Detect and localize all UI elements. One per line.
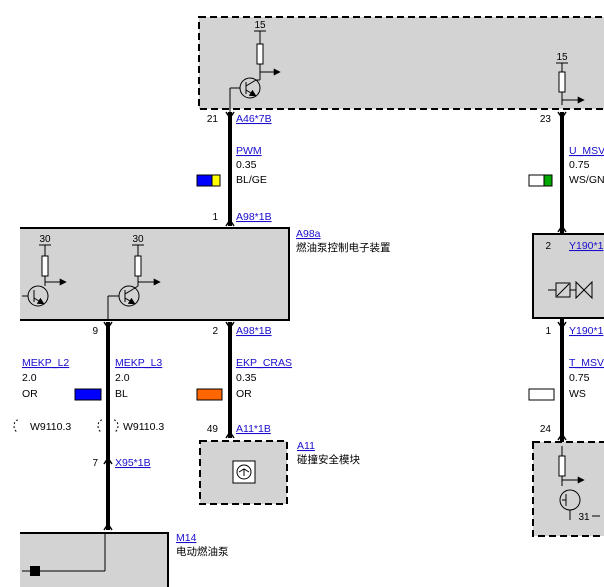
- component-a98a-desc: 燃油泵控制电子装置: [296, 241, 391, 254]
- wire-mekp-l2-color: OR: [22, 388, 38, 400]
- pin-7: 7: [92, 458, 98, 469]
- connector-ticks: [103, 111, 567, 531]
- component-a11-link[interactable]: A11: [297, 440, 315, 452]
- wire-pwm-swatch-stripe: [211, 174, 221, 187]
- wire-t-msv-swatch: [528, 388, 555, 401]
- wire-u-msv-swatch-stripe: [543, 174, 553, 187]
- component-m14-link[interactable]: M14: [176, 532, 197, 544]
- pin-21: 21: [207, 114, 219, 125]
- terminal-31-label: 31: [578, 512, 590, 523]
- transistor-symbol-left: 15: [229, 20, 281, 112]
- pin-23: 23: [540, 114, 552, 125]
- wire-mekp-l3-name-link[interactable]: MEKP_L3: [115, 357, 162, 369]
- connector-y190-top-link[interactable]: Y190*1: [569, 240, 604, 252]
- a98a-module: 30 30: [0, 226, 290, 322]
- wire-t-msv-size: 0.75: [569, 372, 590, 384]
- pin-24: 24: [540, 424, 552, 435]
- splice-left: W9110.3: [13, 419, 71, 433]
- terminal-15-label: 15: [254, 20, 266, 31]
- wire-ekp-cras-name-link[interactable]: EKP_CRAS: [236, 357, 292, 369]
- wire-u-msv-color: WS/GN: [569, 174, 604, 186]
- wire-ekp-cras-size: 0.35: [236, 372, 257, 384]
- connector-y190-bottom-link[interactable]: Y190*1: [569, 325, 604, 337]
- connector-a46-7b-link[interactable]: A46*7B: [236, 113, 272, 125]
- wire-mekp-l2-name-link[interactable]: MEKP_L2: [22, 357, 69, 369]
- wire-u-msv-name-link[interactable]: U_MSV: [569, 145, 604, 157]
- sensor-icon: [232, 460, 256, 484]
- pin-9: 9: [92, 326, 98, 337]
- transistor-symbol-right: 15: [556, 52, 585, 105]
- wire-mekp-l2-size: 2.0: [22, 372, 37, 384]
- solenoid-valve-symbol: [548, 280, 593, 300]
- connector-a11-1b-link[interactable]: A11*1B: [236, 423, 271, 435]
- top-control-module: 15 15: [198, 16, 604, 112]
- splice-right: W9110.3: [97, 419, 164, 433]
- wire-pwm-name-link[interactable]: PWM: [236, 145, 262, 157]
- wire-t-msv-color: WS: [569, 388, 586, 400]
- component-a11-desc: 碰撞安全模块: [297, 453, 360, 466]
- terminal-15b-label: 15: [556, 52, 568, 63]
- wire-pwm-swatch-primary: [196, 174, 213, 187]
- wire-ekp-cras-color: OR: [236, 388, 252, 400]
- splice-right-label: W9110.3: [123, 421, 164, 433]
- pin-49: 49: [207, 424, 219, 435]
- component-a98a-link[interactable]: A98a: [296, 228, 321, 240]
- pin-1: 1: [212, 212, 218, 223]
- wire-pwm-color: BL/GE: [236, 174, 267, 186]
- wire-t-msv-name-link[interactable]: T_MSV: [569, 357, 604, 369]
- bottom-right-module: 31: [532, 441, 604, 537]
- wire-mekp-l3-size: 2.0: [115, 372, 130, 384]
- terminal-30a-label: 30: [39, 234, 51, 245]
- pump-motor-symbol: [22, 533, 106, 576]
- wire-ekp-cras-swatch: [196, 388, 223, 401]
- terminal-30b-label: 30: [132, 234, 144, 245]
- transistor-symbol-bottom-right: 31: [558, 446, 600, 523]
- connector-a98-1b-top-link[interactable]: A98*1B: [236, 211, 272, 223]
- connector-a98-1b-bottom-link[interactable]: A98*1B: [236, 325, 272, 337]
- wire-mekp-l3-swatch: [74, 388, 102, 401]
- transistor-symbol-a98-1: 30: [22, 234, 67, 307]
- y190-module: [532, 233, 604, 319]
- pin-1-y190: 1: [545, 326, 551, 337]
- splice-left-label: W9110.3: [30, 421, 71, 433]
- wire-u-msv-size: 0.75: [569, 159, 590, 171]
- wire-u-msv-swatch-primary: [528, 174, 545, 187]
- a11-module: [199, 440, 288, 505]
- wire-mekp-l3-color: BL: [115, 388, 128, 400]
- m14-module: [0, 531, 169, 587]
- transistor-symbol-a98-2: 30: [107, 234, 161, 320]
- pin-2-y190: 2: [545, 241, 551, 252]
- connector-x95-1b-link[interactable]: X95*1B: [115, 457, 151, 469]
- wire-pwm-size: 0.35: [236, 159, 257, 171]
- pin-2: 2: [212, 326, 218, 337]
- component-m14-desc: 电动燃油泵: [176, 545, 229, 558]
